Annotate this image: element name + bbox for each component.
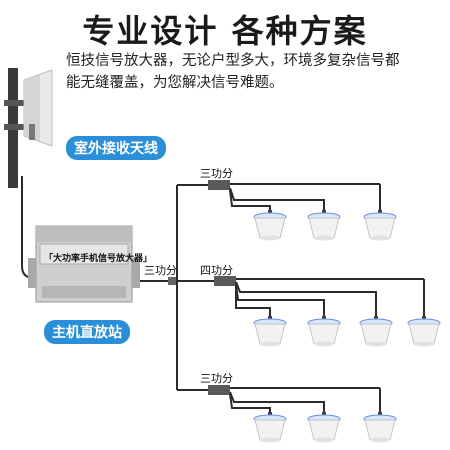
ceiling-antenna-icon [359,315,393,347]
antenna-badge: 室外接收天线 [66,136,166,160]
ceiling-antenna-icon [307,411,341,443]
splitter-top [208,180,381,212]
ceiling-antenna-icon [407,315,441,347]
splitter-label-four: 四功分 [200,264,233,277]
splitter-bottom [208,385,381,414]
power-splitter-icon [168,277,178,285]
headline: 专业设计 各种方案 [82,12,368,50]
splitter-mid [214,276,425,318]
ceiling-antenna-icon [253,209,287,241]
description-line-1: 恒技信号放大器，无论户型多大，环境多复杂信号都 [66,53,400,69]
ceiling-antenna-icon [307,209,341,241]
ceiling-antenna-icon [253,411,287,443]
ceiling-antenna-icon [253,315,287,347]
description-line-2: 能无缝覆盖，为您解决信号难题。 [66,75,284,91]
ceiling-antenna-icon [363,209,397,241]
splitter-label-top: 三功分 [200,167,233,180]
description: 恒技信号放大器，无论户型多大，环境多复杂信号都 能无缝覆盖，为您解决信号难题。 [66,50,426,94]
outdoor-antenna-icon [4,68,53,188]
ceiling-antenna-icon [307,315,341,347]
splitter-label-bottom: 三功分 [200,372,233,385]
host-badge: 主机直放站 [44,320,130,344]
host-box-label: 「大功率手机信号放大器」 [44,254,153,264]
splitter-label-main: 三功分 [144,264,177,277]
repeater-box-icon [28,225,140,303]
ceiling-antenna-icon [363,411,397,443]
